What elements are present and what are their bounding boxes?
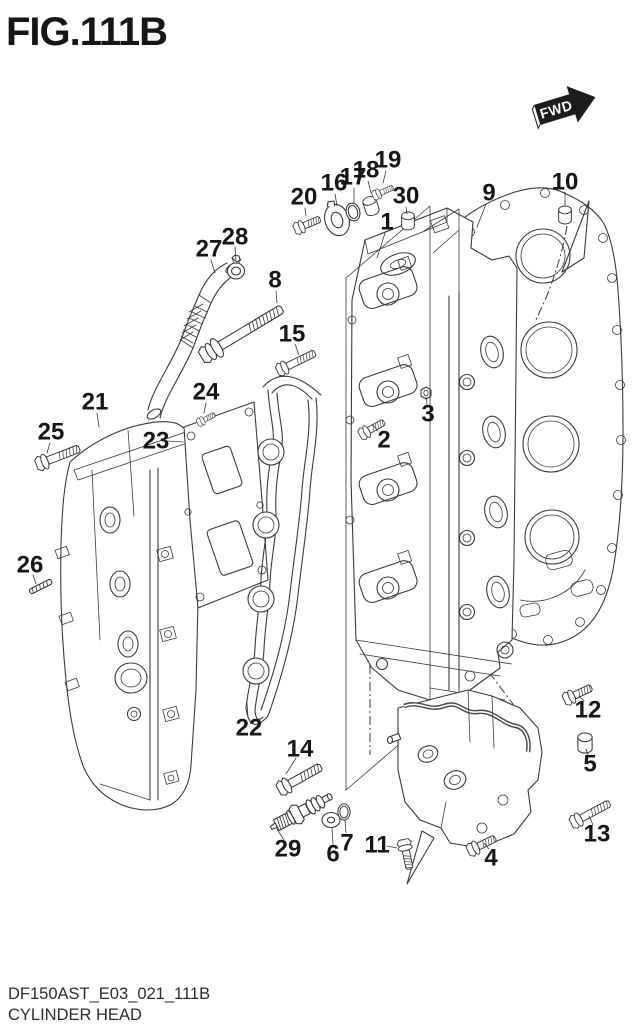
- seal-7-drawing: [337, 803, 351, 821]
- callout-14-label: 14: [287, 736, 314, 763]
- callout-9-leader: [476, 203, 487, 228]
- callout-8-label: 8: [268, 267, 281, 294]
- callout-27-leader: [210, 259, 216, 274]
- figure-code: DF150AST_E03_021_111B: [8, 985, 210, 1003]
- callout-27-label: 27: [196, 236, 223, 263]
- callout-1-leader: [376, 232, 386, 259]
- figure-caption: CYLINDER HEAD: [8, 1006, 142, 1024]
- callout-11-leader: [386, 845, 398, 849]
- callout-29-label: 29: [275, 836, 302, 863]
- callout-3-leader: [425, 396, 428, 405]
- callout-12-label: 12: [575, 697, 602, 724]
- callout-13-leader: [588, 815, 594, 826]
- callout-30-label: 30: [393, 183, 420, 210]
- pin-3-drawing: [420, 386, 432, 400]
- callout-18-label: 18: [353, 157, 380, 184]
- bolt-20-drawing: [291, 212, 324, 237]
- callout-9-label: 9: [482, 180, 495, 207]
- callout-13-label: 13: [584, 821, 611, 848]
- callout-28-leader: [234, 246, 237, 261]
- callout-25-leader: [46, 442, 51, 454]
- callout-19-leader: [382, 170, 387, 184]
- callout-14-leader: [285, 757, 297, 775]
- callout-16-label: 16: [321, 170, 348, 197]
- callout-24-label: 24: [193, 379, 220, 406]
- callout-7-leader: [344, 819, 347, 834]
- lower-head-section-drawing: [386, 689, 543, 849]
- callout-16-leader: [334, 193, 338, 207]
- callout-29-leader: [276, 828, 285, 841]
- callout-22-leader: [246, 702, 249, 719]
- washer-6-drawing: [321, 811, 341, 829]
- cover-gasket-drawing: [242, 375, 322, 725]
- fasteners: [28, 182, 614, 872]
- callout-22-label: 22: [236, 715, 263, 742]
- bolt-19-drawing: [370, 182, 396, 202]
- callout-2-label: 2: [377, 427, 390, 454]
- callout-15-label: 15: [279, 321, 306, 348]
- callout-12-leader: [578, 695, 585, 702]
- callout-17-label: 17: [340, 164, 367, 191]
- callout-26-leader: [32, 574, 37, 585]
- callout-5-leader: [585, 748, 589, 756]
- bolt-11-drawing: [395, 837, 418, 872]
- callout-4-label: 4: [484, 845, 498, 872]
- callout-6-label: 6: [326, 841, 339, 868]
- callout-2-leader: [371, 423, 379, 432]
- callout-19-label: 19: [375, 147, 402, 174]
- callout-21-label: 21: [82, 389, 109, 416]
- callout-28-label: 28: [222, 224, 249, 251]
- callout-6-leader: [331, 827, 334, 845]
- figure-title: FIG.111B: [6, 10, 167, 54]
- fwd-arrow: FWD: [531, 86, 596, 130]
- callout-20-label: 20: [291, 184, 318, 211]
- callout-24-leader: [203, 402, 207, 414]
- callout-21-leader: [96, 412, 100, 428]
- bolt-15-drawing: [273, 346, 319, 379]
- callout-25-label: 25: [38, 419, 65, 446]
- callout-3-label: 3: [421, 401, 434, 428]
- callout-1-label: 1: [380, 209, 393, 236]
- hose-clamp-drawing: [226, 254, 246, 280]
- callout-8-leader: [275, 290, 278, 304]
- callout-23-label: 23: [143, 428, 170, 455]
- callout-10-label: 10: [552, 169, 579, 196]
- bolt-14-drawing: [274, 758, 326, 798]
- callout-11-label: 11: [364, 832, 389, 859]
- callout-5-label: 5: [583, 751, 596, 778]
- cylinder-head-drawing: [345, 207, 518, 701]
- callout-23-leader: [166, 440, 184, 443]
- callout-30-leader: [405, 206, 408, 215]
- breather-hose-drawing: [146, 262, 239, 420]
- callout-26-label: 26: [17, 552, 44, 579]
- bolt-8-drawing: [195, 299, 288, 367]
- plate-gasket-drawing: [183, 401, 269, 609]
- callout-7-label: 7: [340, 830, 353, 857]
- cap-30-drawing: [401, 211, 415, 231]
- callout-18-leader: [367, 180, 372, 194]
- spark-plug-29-drawing: [265, 786, 337, 838]
- callout-15-leader: [294, 343, 300, 356]
- callout-4-leader: [483, 842, 490, 850]
- dowel-pin-10-drawing: [558, 205, 572, 225]
- stud-26-drawing: [28, 578, 54, 595]
- callout-20-leader: [304, 207, 307, 217]
- head-cover-drawing: [54, 421, 201, 811]
